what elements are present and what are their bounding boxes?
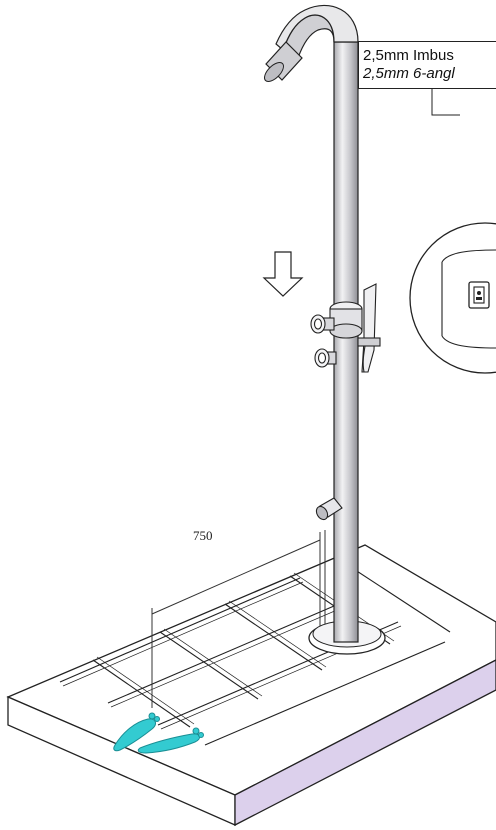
tool-label-line2: 2,5mm 6-angl: [363, 65, 455, 82]
down-arrow-icon: [262, 251, 304, 297]
base-side-face: [234, 659, 496, 827]
tool-label-line1: 2,5mm Imbus: [363, 47, 454, 64]
dimension-label: 750: [193, 528, 213, 543]
label-leader: [431, 89, 460, 116]
dimension-lines: [151, 530, 326, 708]
shower-pole: [264, 4, 359, 643]
mixer-valves: [310, 283, 381, 373]
detail-circle: [409, 222, 496, 374]
shower-base: [6, 544, 496, 827]
control-panel-icon: [468, 281, 490, 309]
lower-spout: [315, 497, 343, 521]
footprints-icon: [113, 712, 204, 754]
tool-label: 2,5mm Imbus 2,5mm 6-angl: [358, 41, 496, 89]
